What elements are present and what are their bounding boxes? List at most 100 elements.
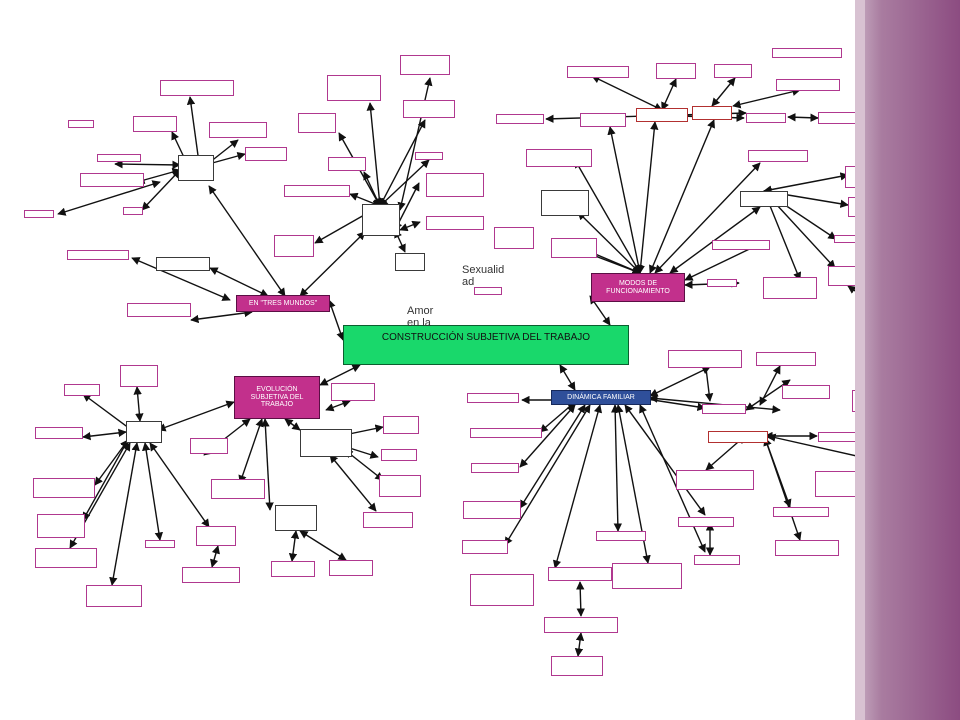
concept-node — [362, 204, 400, 236]
connector-arrow — [114, 159, 181, 170]
concept-node — [551, 238, 597, 258]
connector-arrow — [787, 113, 819, 122]
concept-node — [211, 479, 265, 499]
connector-arrow — [327, 299, 345, 341]
connector-arrow — [261, 418, 274, 511]
concept-node — [68, 120, 94, 128]
concept-node — [381, 449, 417, 461]
concept-node — [86, 585, 142, 607]
concept-node — [415, 152, 443, 160]
concept-node — [541, 190, 589, 216]
concept-node — [300, 429, 352, 457]
connector-arrow — [607, 126, 643, 274]
branch-modos: MODOS DE FUNCIONAMIENTO — [591, 273, 685, 302]
concept-node — [24, 210, 54, 218]
concept-node — [580, 113, 626, 127]
concept-node — [127, 303, 191, 317]
connector-arrow — [238, 418, 264, 484]
concept-node — [678, 517, 734, 527]
concept-node — [400, 55, 450, 75]
concept-node — [182, 567, 240, 583]
concept-node — [496, 114, 544, 124]
connector-arrow — [299, 530, 347, 561]
concept-node — [596, 531, 646, 541]
concept-node — [209, 122, 267, 138]
concept-node — [275, 505, 317, 531]
connector-arrow — [82, 428, 127, 441]
concept-node — [676, 470, 754, 490]
branch-dinamica: DINÁMICA FAMILIAR — [551, 390, 651, 405]
concept-node — [462, 540, 508, 554]
concept-node — [35, 427, 83, 439]
connector-arrow — [133, 386, 144, 422]
connector-arrow — [142, 442, 163, 541]
decorative-side-band — [855, 0, 960, 720]
concept-node — [776, 79, 840, 91]
concept-node — [470, 574, 534, 606]
connector-arrow — [157, 400, 235, 432]
free-label-amor: Amor en la — [407, 305, 434, 329]
concept-node — [494, 227, 534, 249]
connector-arrow — [319, 364, 361, 386]
connector-arrow — [149, 442, 210, 528]
concept-node — [126, 421, 162, 443]
branch-tres-mundos: EN "TRES MUNDOS" — [236, 295, 330, 312]
concept-node — [567, 66, 629, 78]
branch-evolucion: EVOLUCIÓN SUBJETIVA DEL TRABAJO — [234, 376, 320, 419]
connector-arrow — [379, 159, 430, 207]
connector-arrow — [325, 399, 351, 412]
connector-arrow — [210, 545, 220, 568]
concept-node — [67, 250, 129, 260]
concept-node — [756, 352, 816, 366]
connector-arrow — [847, 285, 855, 318]
concept-node — [694, 555, 740, 565]
connector-arrow — [574, 632, 585, 657]
concept-node — [120, 365, 158, 387]
concept-node — [463, 501, 521, 519]
concept-node — [328, 157, 366, 171]
connector-arrow — [552, 404, 603, 569]
concept-node — [363, 512, 413, 528]
connector-arrow — [576, 581, 585, 617]
connector-arrow — [711, 77, 736, 107]
concept-node — [196, 526, 236, 546]
concept-node — [97, 154, 141, 162]
free-label-sexualidad: Sexualid ad — [462, 264, 505, 288]
concept-node — [395, 253, 425, 271]
concept-node — [331, 383, 375, 401]
concept-node — [178, 155, 214, 181]
concept-node — [123, 207, 143, 215]
concept-node — [274, 235, 314, 257]
concept-node — [474, 287, 502, 295]
connector-arrow — [763, 172, 849, 194]
concept-node — [712, 240, 770, 250]
connector-arrow — [539, 401, 576, 433]
connector-arrow — [610, 404, 623, 532]
concept-node — [426, 216, 484, 230]
concept-node — [544, 617, 618, 633]
concept-node — [714, 64, 752, 78]
concept-node — [471, 463, 519, 473]
concept-node — [775, 540, 839, 556]
concept-map-canvas: CONSTRUCCIÓN SUBJETIVA DEL TRABAJO EN "T… — [24, 48, 929, 676]
connector-arrow — [94, 439, 129, 486]
connector-arrow — [379, 119, 426, 207]
concept-node — [329, 560, 373, 576]
concept-node — [37, 514, 85, 538]
concept-node — [526, 149, 592, 167]
central-node: CONSTRUCCIÓN SUBJETIVA DEL TRABAJO — [343, 325, 629, 365]
connector-arrow — [288, 530, 300, 562]
connector-arrow — [190, 308, 253, 324]
concept-node — [64, 384, 100, 396]
concept-node — [33, 478, 95, 498]
concept-node — [773, 507, 829, 517]
concept-node — [145, 540, 175, 548]
concept-node — [80, 173, 144, 187]
concept-node — [426, 173, 484, 197]
connector-arrow — [661, 78, 677, 111]
connector-arrow — [732, 87, 801, 109]
connector-arrow — [57, 180, 161, 216]
concept-node — [551, 656, 603, 676]
concept-node — [707, 279, 737, 287]
connector-arrow — [591, 75, 663, 111]
